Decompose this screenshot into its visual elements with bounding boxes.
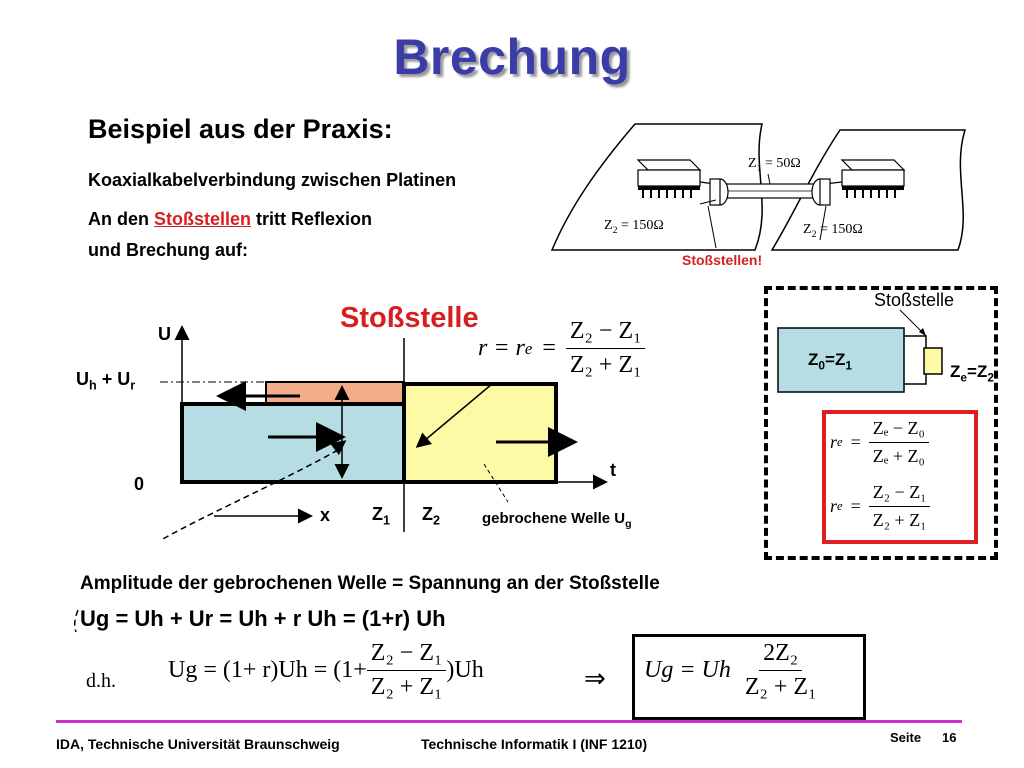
right-board xyxy=(770,129,967,251)
implies-symbol: ⇒ xyxy=(584,664,606,693)
x-axis-label: x xyxy=(320,505,331,525)
t-axis-label: t xyxy=(610,460,616,480)
text-line-3: und Brechung auf: xyxy=(88,240,248,260)
footer-center: Technische Informatik I (INF 1210) xyxy=(421,736,648,752)
amplitude-link-curve-overlay xyxy=(73,440,347,633)
amplitude-text: Amplitude der gebrochenen Welle = Spannu… xyxy=(80,573,660,594)
slide-title: Brechung xyxy=(393,29,631,85)
side-stossstelle-label: Stoßstelle xyxy=(874,290,955,310)
z0-z1-label: Z0=Z1 xyxy=(808,350,852,373)
coax-cable xyxy=(709,178,831,206)
incident-wave-region xyxy=(180,402,406,484)
ze-z2-label: Ze=Z2 xyxy=(950,362,994,385)
section-heading: Beispiel aus der Praxis: xyxy=(88,114,393,144)
text-line-1: Koaxialkabelverbindung zwischen Platinen xyxy=(88,170,457,190)
formula-pointer xyxy=(415,383,493,448)
ug-equation-line: Ug = Uh + Ur = Uh + r Uh = (1+r) Uh xyxy=(80,606,446,631)
side-box xyxy=(764,286,998,560)
stossstellen-link: Stoßstellen xyxy=(154,209,252,229)
side-connector-diagram xyxy=(777,309,943,393)
stossstelle-title: Stoßstelle xyxy=(340,302,479,334)
z1-label: Z1 xyxy=(372,504,391,528)
circuit-z1-label: Z1 = 50Ω xyxy=(748,156,801,174)
u-axis-label: U xyxy=(158,324,171,344)
footer-left: IDA, Technische Universität Braunschweig xyxy=(56,736,340,752)
left-chip-icon xyxy=(636,159,702,198)
circuit-stossstellen-label: Stoßstellen! xyxy=(682,252,763,268)
footer-page-number: 16 xyxy=(942,730,957,745)
circuit-z2-left-label: Z2 = 150Ω xyxy=(604,218,664,236)
result-box xyxy=(632,634,866,720)
z2-label: Z2 xyxy=(422,504,441,528)
wave-diagram xyxy=(159,325,608,540)
zero-label: 0 xyxy=(134,474,145,494)
z0-block xyxy=(777,327,905,393)
side-formula-box xyxy=(822,410,978,544)
right-chip-icon xyxy=(840,159,906,198)
circuit-illustration xyxy=(550,123,967,251)
circuit-z2-right-label: Z2 = 150Ω xyxy=(803,222,863,240)
gebrochene-welle-label: gebrochene Welle Ug xyxy=(482,510,632,530)
left-board xyxy=(550,123,763,251)
footer-seite: Seite xyxy=(890,730,922,745)
dh-label: d.h. xyxy=(86,670,116,692)
ze-block xyxy=(923,347,943,375)
footer-line xyxy=(56,720,962,723)
text-line-2: An den Stoßstellen tritt Reflexion xyxy=(88,209,373,229)
uh-ur-label: Uh + Ur xyxy=(76,369,136,393)
